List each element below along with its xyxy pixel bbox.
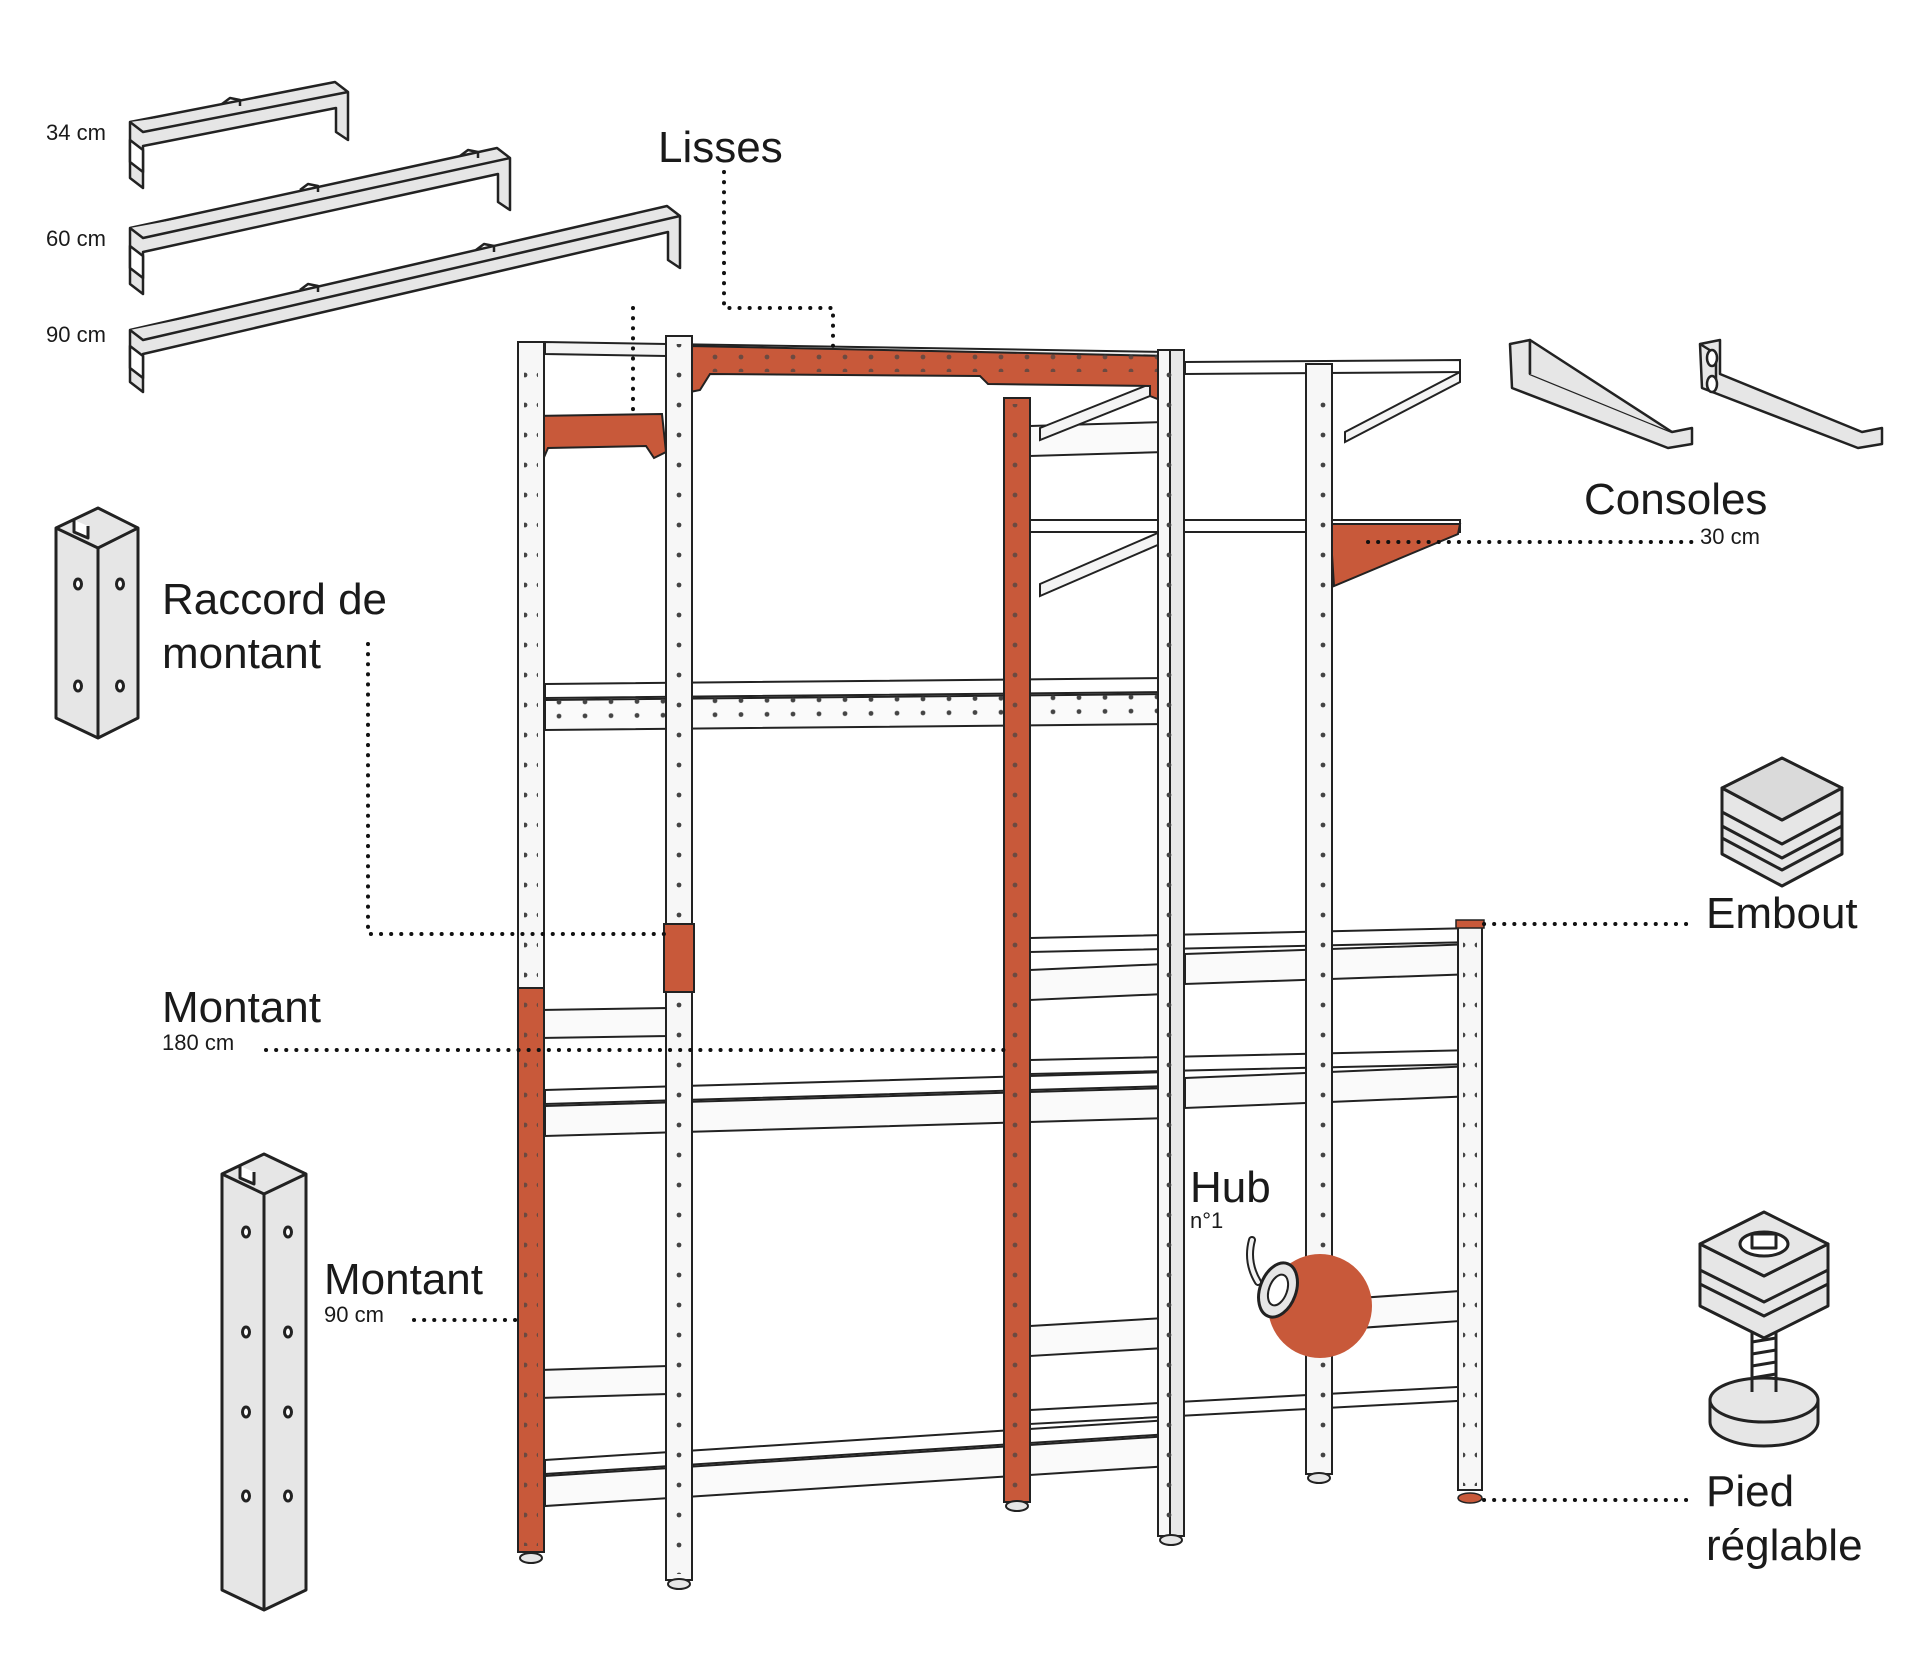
- console-icon: [1508, 338, 1884, 450]
- lisses-label: Lisses: [658, 123, 783, 172]
- lisse-highlight-short: [531, 412, 668, 466]
- raccord-label-line1: Raccord de: [162, 575, 388, 624]
- pied-label-line2: réglable: [1706, 1521, 1863, 1570]
- montant-icon: [220, 1152, 308, 1612]
- embout-icon: [1720, 756, 1844, 888]
- embout-label: Embout: [1706, 889, 1858, 938]
- lisse-size-34: 34 cm: [46, 120, 106, 145]
- lisse-size-90: 90 cm: [46, 322, 106, 347]
- raccord-icon: [54, 506, 140, 740]
- raccord-highlight: [663, 923, 695, 993]
- hub-label: Hub: [1190, 1163, 1271, 1212]
- lisse-rail-34-icon: [128, 80, 350, 190]
- pied-reglable-icon: [1698, 1210, 1830, 1448]
- lisse-rail-90-icon: [128, 204, 682, 394]
- hub-sub: n°1: [1190, 1208, 1224, 1233]
- consoles-label: Consoles: [1584, 475, 1768, 524]
- montant-90-label: Montant: [324, 1255, 483, 1304]
- lisse-rail-60-icon: [128, 146, 512, 296]
- consoles-size: 30 cm: [1700, 524, 1760, 549]
- montant-90-size: 90 cm: [324, 1302, 384, 1327]
- lisse-size-60: 60 cm: [46, 226, 106, 251]
- hub-icon: [1246, 1236, 1372, 1358]
- pied-label-line1: Pied: [1706, 1467, 1795, 1516]
- embout-highlight: [1455, 919, 1485, 929]
- console-highlight: [1328, 523, 1462, 588]
- shelving-unit: [517, 335, 1485, 1590]
- montant-180-label: Montant: [162, 983, 321, 1032]
- pied-highlight: [1457, 1492, 1483, 1504]
- montant-180-size: 180 cm: [162, 1030, 235, 1055]
- raccord-label-line2: montant: [162, 629, 321, 678]
- leader-lines: [264, 170, 1698, 1502]
